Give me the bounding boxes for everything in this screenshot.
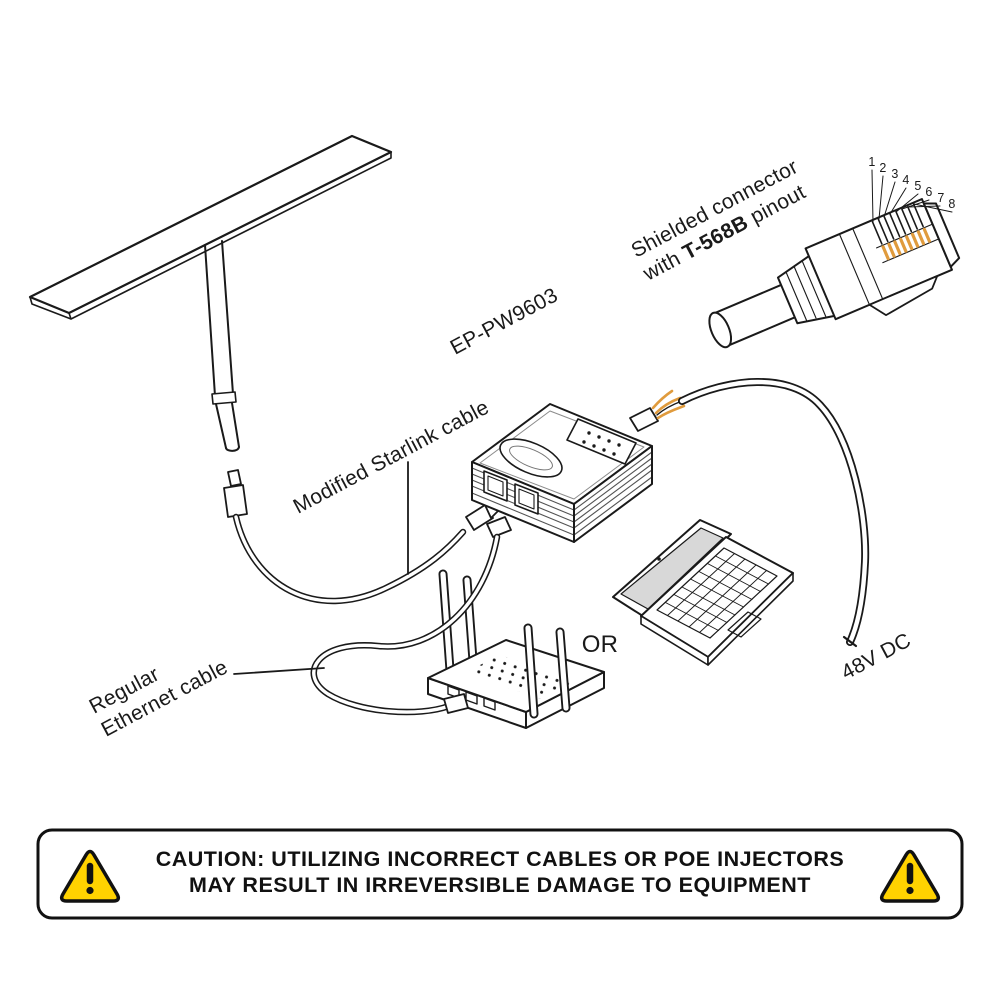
stripped-wires [651,389,686,420]
injector-dome [499,438,563,478]
rj45-pins [871,203,924,245]
laptop-key-grid [665,553,769,633]
injector-dome-inner [509,445,553,471]
label-injector-model: EP-PW9603 [447,284,562,360]
pin-numbers: 1 2 3 4 5 6 7 8 [868,155,955,211]
cable-cut-end [842,635,858,648]
rj45-body-lines [838,223,940,306]
router-antenna-4 [555,627,571,713]
pin-number-4: 4 [902,173,909,187]
injector-led-plate [566,418,637,465]
injector-port-1 [483,470,508,502]
pin-number-6: 6 [925,185,932,199]
pin-number-7: 7 [937,191,944,205]
ethernet-plug-router [443,693,469,714]
caution-banner: CAUTION: UTILIZING INCORRECT CABLES OR P… [36,828,964,920]
pin-leader-lines [871,169,953,223]
modified-starlink-cable [223,469,501,605]
pin-number-2: 2 [879,161,886,175]
dish-mast [204,240,240,452]
warning-icon-right [879,849,941,903]
caution-banner-frame [36,828,964,920]
ethernet-plug-injector [486,516,512,538]
caution-text-line1: CAUTION: UTILIZING INCORRECT CABLES OR P… [156,847,845,871]
caution-text-line2: MAY RESULT IN IRREVERSIBLE DAMAGE TO EQU… [189,873,811,897]
injector-led-dots [582,431,621,456]
rj45-cable [708,283,798,349]
regular-cable-leader-line [233,667,325,675]
router-antenna-3 [523,623,539,719]
poe-injector [471,403,653,543]
rj45-body [804,198,953,321]
dish-cable-connector-body [223,484,248,518]
rj45-latch [868,275,939,317]
starlink-cable-plug [465,504,494,531]
webcam-icon [657,557,661,561]
rj45-wires [881,227,931,261]
injector-top-inset [479,410,645,500]
dish-panel [28,134,393,315]
injector-face-right [573,445,653,543]
injector-port-2 [514,483,539,515]
pin-number-5: 5 [914,179,921,193]
power-connector-stub [629,407,659,432]
router-vents [464,655,577,699]
laptop-base-side-right [707,572,794,666]
rj45-connector [708,198,961,349]
warning-icon-left [59,849,121,903]
laptop-screen [620,527,724,610]
router [427,569,605,729]
pin-number-3: 3 [891,167,898,181]
rj45-tip [922,202,961,268]
power-cable [629,378,870,648]
dish-cable-connector [227,469,242,487]
label-or: OR [582,631,619,658]
laptop-touchpad [727,611,762,638]
laptop-keyboard [656,547,778,639]
dish-panel-edge [29,151,392,320]
laptop [612,519,794,666]
rj45-boot-ridges [785,260,827,321]
pin-number-8: 8 [948,197,955,211]
starlink-dish [28,134,393,452]
regular-ethernet-cable [310,516,512,716]
label-modified-cable: Modified Starlink cable [290,396,493,519]
router-ports [447,685,496,711]
pin-number-1: 1 [868,155,875,169]
